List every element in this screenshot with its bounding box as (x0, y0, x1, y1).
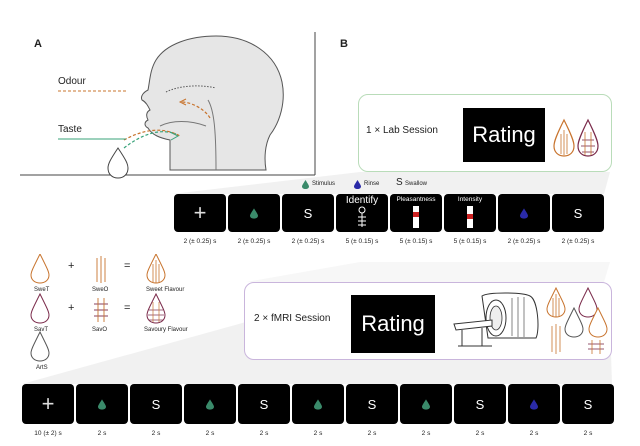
lab-timing: 2 (± 0.25) s (183, 238, 217, 245)
taste-label: Taste (58, 124, 82, 135)
stimulus-drop-icon (206, 398, 214, 410)
legend-stimulus: Stimulus (312, 181, 336, 187)
key-savt: SavT (34, 327, 49, 333)
lab-screen-rinse (498, 194, 550, 232)
pleasantness-label: Pleasantness (396, 196, 436, 203)
fmri-screen-stimulus (400, 384, 452, 424)
flavour-key-drops (30, 254, 166, 362)
fmri-screen-stimulus (76, 384, 128, 424)
fmri-screen-stimulus (292, 384, 344, 424)
stimulus-drop-icon (314, 398, 322, 410)
fmri-screen-fixation: + (22, 384, 74, 424)
stimulus-drop-icon (250, 207, 258, 219)
fmri-screen-swallow: S (562, 384, 614, 424)
lab-screen-identify: Identify (336, 194, 388, 232)
head-illustration (20, 32, 316, 179)
legend-rinse: Rinse (364, 181, 380, 187)
lab-flavour-drops-icon (553, 118, 599, 157)
legend-swallow-symbol: S (396, 177, 403, 188)
fmri-screen-stimulus (184, 384, 236, 424)
fmri-timing: 2 s (421, 430, 431, 437)
panel-b-label: B (340, 38, 348, 50)
fmri-screen-swallow: S (238, 384, 290, 424)
lab-screen-swallow: S (282, 194, 334, 232)
key-plus: + (68, 302, 75, 314)
fixation-cross-icon: + (193, 200, 207, 225)
key-equals: = (124, 302, 131, 314)
fmri-timing: 2 s (529, 430, 539, 437)
key-sweet-flavour: Sweet Flavour (146, 287, 185, 293)
intensity-scale-bar (467, 206, 473, 228)
pleasantness-scale-bar (413, 206, 419, 228)
legend-swallow: Swallow (405, 181, 428, 187)
fmri-timing: 2 s (313, 430, 323, 437)
fmri-screen-swallow: S (346, 384, 398, 424)
key-savo: SavO (92, 327, 108, 333)
lab-rating-screen: Rating (463, 108, 545, 162)
key-plus: + (68, 260, 75, 272)
key-savoury-flavour: Savoury Flavour (144, 327, 188, 333)
fmri-timing: 2 s (151, 430, 161, 437)
lab-timing: 2 (± 0.25) s (237, 238, 271, 245)
rinse-drop-icon (530, 398, 538, 410)
fmri-flavour-drops-icon (546, 286, 608, 354)
stimulus-drop-icon (302, 180, 309, 189)
fmri-timing: 2 s (97, 430, 107, 437)
identify-label: Identify (345, 195, 379, 206)
lab-screen-swallow: S (552, 194, 604, 232)
odour-label: Odour (58, 76, 86, 87)
fmri-timing: 2 s (205, 430, 215, 437)
fmri-session-label: 2 × fMRI Session (254, 313, 331, 324)
mri-scanner-icon (453, 292, 539, 347)
lab-session-label: 1 × Lab Session (366, 125, 438, 136)
lab-screen-fixation: + (174, 194, 226, 232)
identify-scale-icon (358, 206, 366, 227)
lab-timing: 5 (± 0.15) s (453, 238, 487, 245)
key-sweo: SweO (92, 287, 109, 293)
lab-timing: 5 (± 0.15) s (345, 238, 379, 245)
lab-screen-intensity: Intensity (444, 194, 496, 232)
lab-screen-stimulus (228, 194, 280, 232)
rinse-drop-icon (354, 180, 361, 189)
panel-a-label: A (34, 38, 42, 50)
fmri-screen-swallow: S (130, 384, 182, 424)
lab-timing: 5 (± 0.15) s (399, 238, 433, 245)
stimulus-drop-icon (422, 398, 430, 410)
fmri-timing: 2 s (259, 430, 269, 437)
intensity-label: Intensity (457, 196, 483, 203)
fmri-timing: 10 (± 2) s (34, 430, 62, 437)
lab-timing: 2 (± 0.25) s (561, 238, 595, 245)
fmri-timing: 2 s (367, 430, 377, 437)
stimulus-drop-icon (98, 398, 106, 410)
lab-timing: 2 (± 0.25) s (507, 238, 541, 245)
key-equals: = (124, 260, 131, 272)
lab-screen-pleasantness: Pleasantness (390, 194, 442, 232)
lab-timing: 2 (± 0.25) s (291, 238, 325, 245)
key-swet: SweT (34, 287, 50, 293)
fmri-rating-screen: Rating (351, 295, 435, 353)
fmri-screen-rinse (508, 384, 560, 424)
fmri-screen-swallow: S (454, 384, 506, 424)
key-arts: ArtS (36, 365, 48, 371)
fixation-cross-icon: + (41, 391, 55, 416)
rinse-drop-icon (520, 207, 528, 219)
fmri-timing: 2 s (583, 430, 593, 437)
fmri-timing: 2 s (475, 430, 485, 437)
